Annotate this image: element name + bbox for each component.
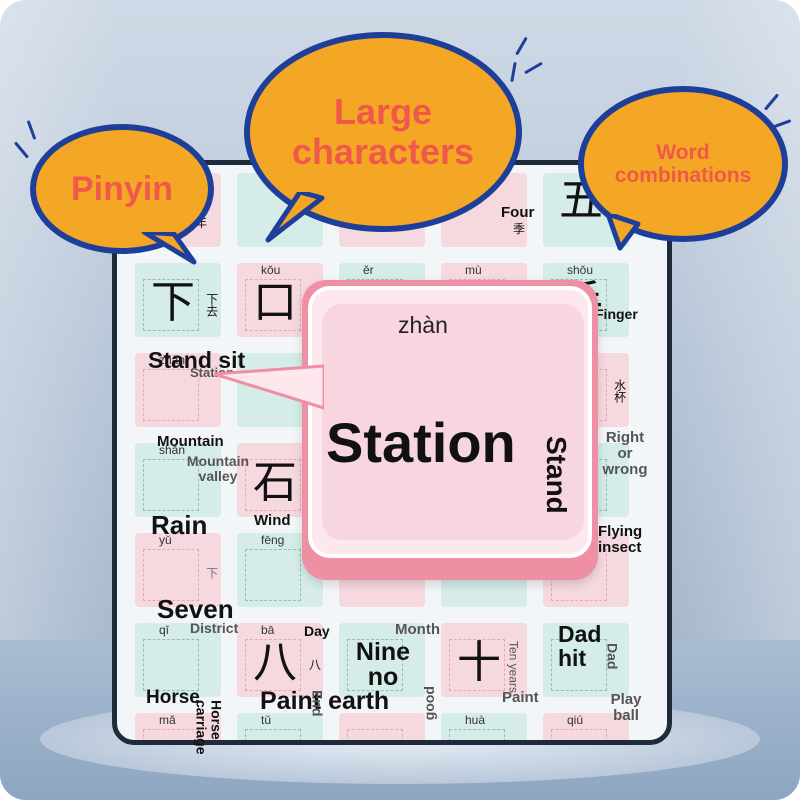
word-combination: 季 (513, 222, 526, 236)
word-combination: Horse carriage (193, 700, 225, 755)
bubble-word-combinations-text: Word combinations (614, 140, 752, 187)
pinyin-text: yǔ (159, 533, 172, 547)
word-combination: 八 (309, 658, 322, 672)
bubble-pinyin-tail (141, 232, 197, 265)
large-character: 石 (253, 457, 297, 508)
pinyin-text: qī (159, 623, 170, 637)
english-label: Flying insect (598, 523, 643, 556)
sparkle-decoration (515, 36, 528, 56)
english-label: Rain (151, 510, 208, 540)
english-sub-label: Mountain valley (186, 453, 250, 484)
bubble-large-characters-text: Large characters (291, 91, 475, 172)
pinyin-text: zhàn (159, 353, 186, 367)
sparkle-decoration (510, 61, 517, 83)
word-combination: 下去 (204, 293, 219, 317)
grid-cell[interactable]: mǎ (135, 713, 221, 740)
english-sub-label: Day (304, 623, 330, 639)
bubble-word-combinations-tail (605, 214, 641, 251)
english-label: Paint (502, 689, 539, 706)
featured-flashcard[interactable]: zhàn Station Stand (302, 280, 598, 580)
grid-cell[interactable]: zhàn (135, 353, 221, 427)
pinyin-text: fēng (261, 533, 285, 547)
sparkle-decoration (524, 61, 543, 75)
pinyin-text: shǒu (567, 263, 594, 277)
grid-cell[interactable] (339, 713, 425, 740)
english-label: Finger (595, 306, 638, 322)
large-character: 口 (253, 277, 297, 328)
pinyin-text: kǒu (261, 263, 281, 277)
grid-cell[interactable]: 下下去 (135, 263, 221, 337)
grid-cell[interactable]: yǔ 下 (135, 533, 221, 607)
flashcard-side-label: Stand (541, 436, 572, 514)
grid-cell[interactable]: qiú (543, 713, 629, 740)
pointer-tail (214, 364, 324, 410)
grid-cell[interactable]: Dad (543, 623, 629, 697)
english-label: Nine no (355, 638, 411, 691)
bubble-large-characters: Large characters (244, 32, 522, 232)
english-label: Horse (146, 687, 200, 708)
english-sub-label: Month (395, 621, 440, 638)
english-sub-label: District (190, 620, 239, 636)
pinyin-text: mù (465, 263, 482, 277)
word-combination: End (309, 690, 326, 717)
flashcard-inner: zhàn Station Stand (322, 304, 584, 540)
word-combination: 下 (204, 567, 219, 579)
english-label: Play ball (610, 691, 642, 724)
pinyin-text: ěr (363, 263, 374, 277)
grid-cell[interactable]: tǔ (237, 713, 323, 740)
word-combination: 水杯 (612, 379, 627, 403)
english-label: Paint earth (260, 687, 390, 715)
english-label: Seven (157, 594, 234, 624)
pinyin-text: shān (159, 443, 186, 457)
english-label: Four (501, 204, 535, 221)
word-combination: Dad (604, 643, 621, 670)
large-character: 十 (457, 637, 501, 688)
grid-cell[interactable]: shān (135, 443, 221, 517)
english-label: Wind (254, 512, 291, 529)
pinyin-text: tǔ (261, 713, 272, 727)
bubble-pinyin: Pinyin (30, 124, 214, 254)
flashcard-face: zhàn Station Stand (308, 286, 592, 558)
large-character: 下 (151, 277, 195, 328)
grid-cell[interactable] (339, 623, 425, 697)
english-label: Right or wrong (602, 429, 648, 478)
english-label: Stand sit (148, 347, 246, 373)
english-label: Dad hit (558, 621, 602, 672)
word-combination: good (421, 686, 437, 721)
english-label: Mountain (157, 433, 224, 450)
bubble-pinyin-text: Pinyin (70, 169, 174, 208)
grid-cell[interactable]: qī (135, 623, 221, 697)
pinyin-text: qiú (567, 713, 584, 727)
bubble-large-characters-tail (265, 192, 325, 243)
pinyin-text: bā (261, 623, 275, 637)
flashcard-pinyin: zhàn (398, 312, 448, 338)
grid-cell[interactable]: huà画 (441, 713, 527, 740)
flashcard-meaning: Station (326, 411, 516, 474)
pinyin-text: mǎ (159, 713, 176, 727)
large-character: 八 (253, 637, 297, 688)
pinyin-text: huà (465, 713, 486, 727)
grid-cell[interactable]: 十 Ten years (441, 623, 527, 697)
word-combination: Ten years (506, 641, 521, 694)
